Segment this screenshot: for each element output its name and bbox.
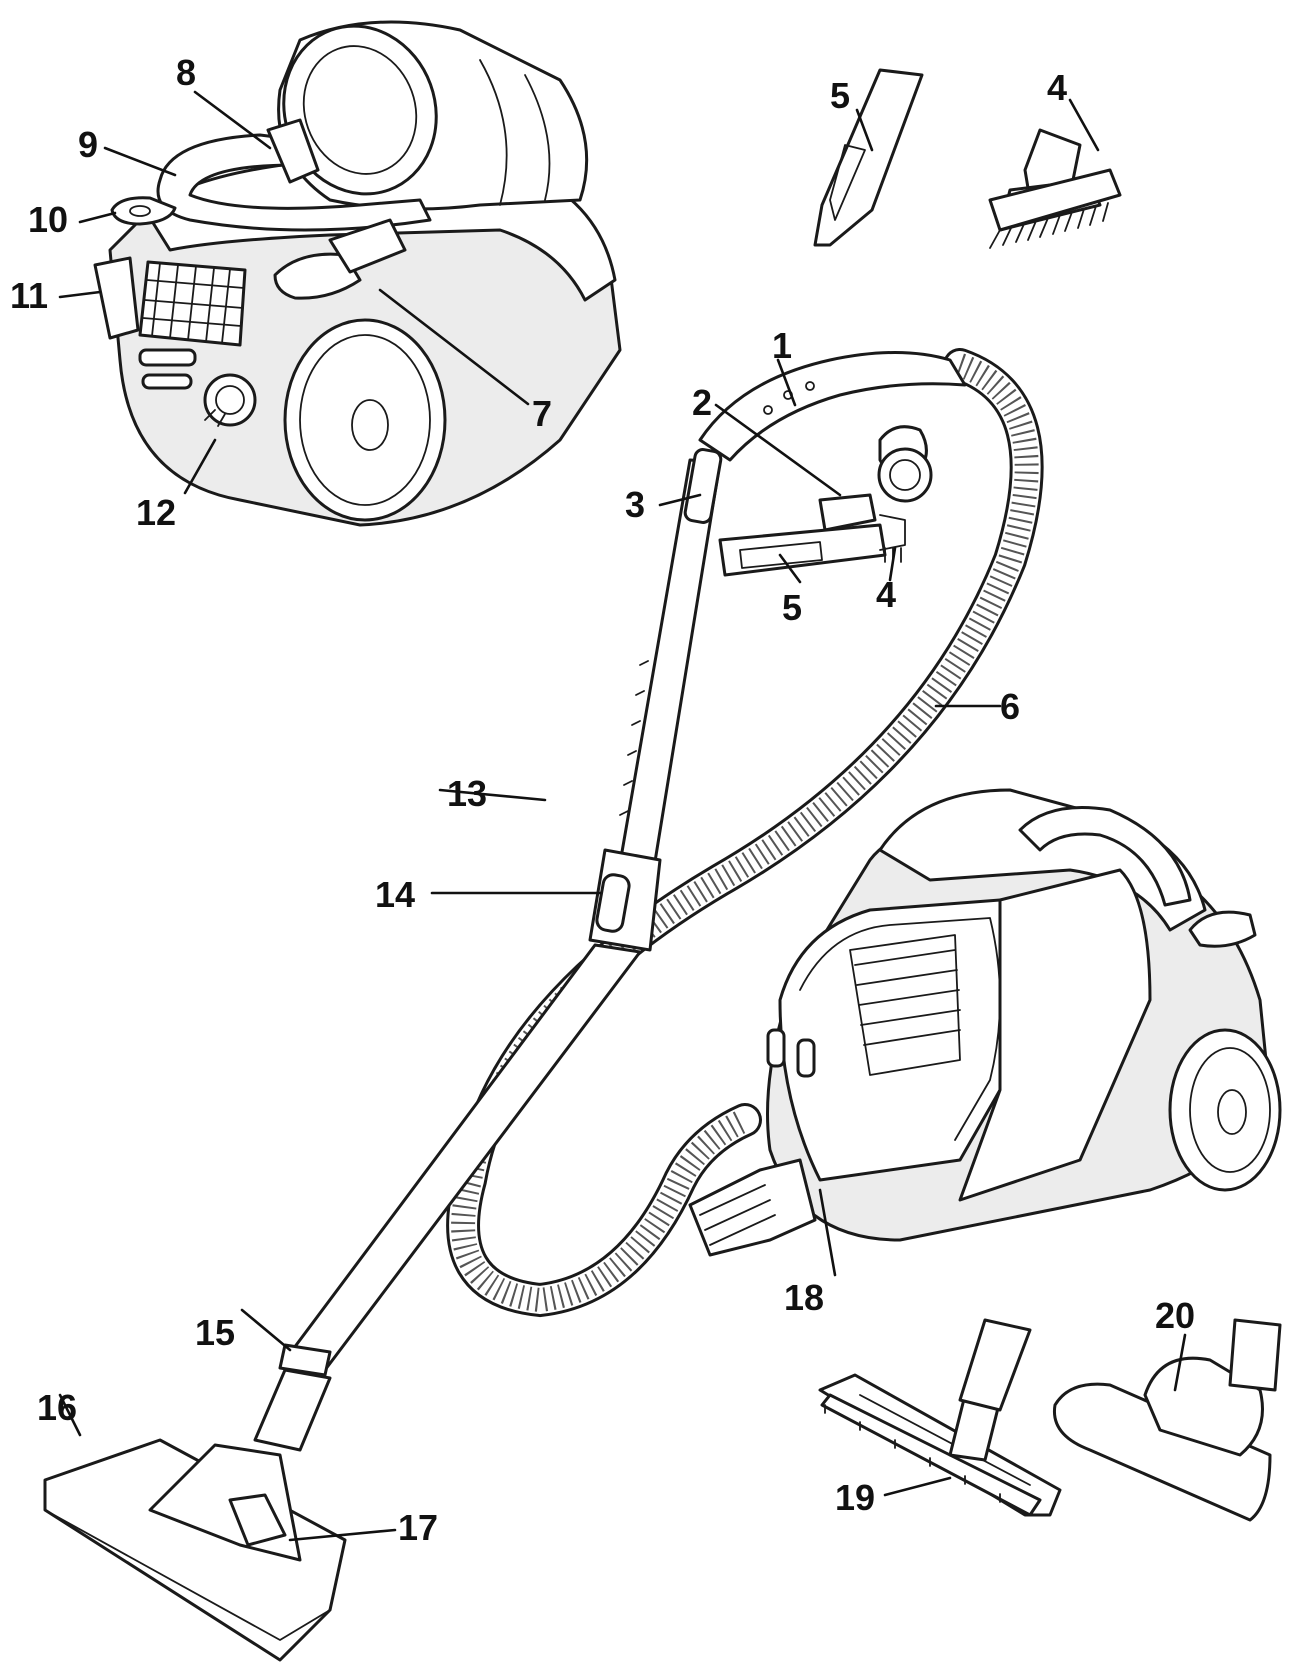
label-4-holder: 4 [876, 574, 896, 615]
label-20: 20 [1155, 1295, 1195, 1336]
crevice-tool [813, 68, 924, 247]
hose-handle [698, 351, 967, 532]
label-3: 3 [625, 484, 645, 525]
label-8: 8 [176, 52, 196, 93]
label-14: 14 [375, 874, 415, 915]
label-6: 6 [1000, 686, 1020, 727]
label-5-crevice: 5 [830, 75, 850, 116]
vacuum-body-rear-view [93, 20, 622, 527]
label-1: 1 [772, 325, 792, 366]
label-11: 11 [10, 275, 48, 316]
turbo-brush [1052, 1318, 1282, 1522]
parquet-brush [818, 1318, 1062, 1517]
telescopic-wand [253, 448, 723, 1452]
label-4-brush: 4 [1047, 67, 1067, 108]
label-7: 7 [532, 393, 552, 434]
leader-lines [58, 90, 1187, 1542]
callout-numbers: 1 2 3 4 4 5 5 6 7 8 9 10 11 12 13 14 15 … [10, 52, 1195, 1548]
label-9: 9 [78, 124, 98, 165]
label-5-holder: 5 [782, 587, 802, 628]
combination-floor-nozzle [43, 1438, 347, 1662]
label-2: 2 [692, 382, 712, 423]
vacuum-main-unit [688, 788, 1282, 1257]
label-15: 15 [195, 1312, 235, 1353]
label-17: 17 [398, 1507, 438, 1548]
label-16: 16 [37, 1387, 77, 1428]
label-18: 18 [784, 1277, 824, 1318]
label-10: 10 [28, 199, 68, 240]
dusting-brush [988, 128, 1122, 249]
accessory-clip [718, 514, 906, 577]
label-12: 12 [136, 492, 176, 533]
label-19: 19 [835, 1477, 875, 1518]
label-13: 13 [447, 773, 487, 814]
